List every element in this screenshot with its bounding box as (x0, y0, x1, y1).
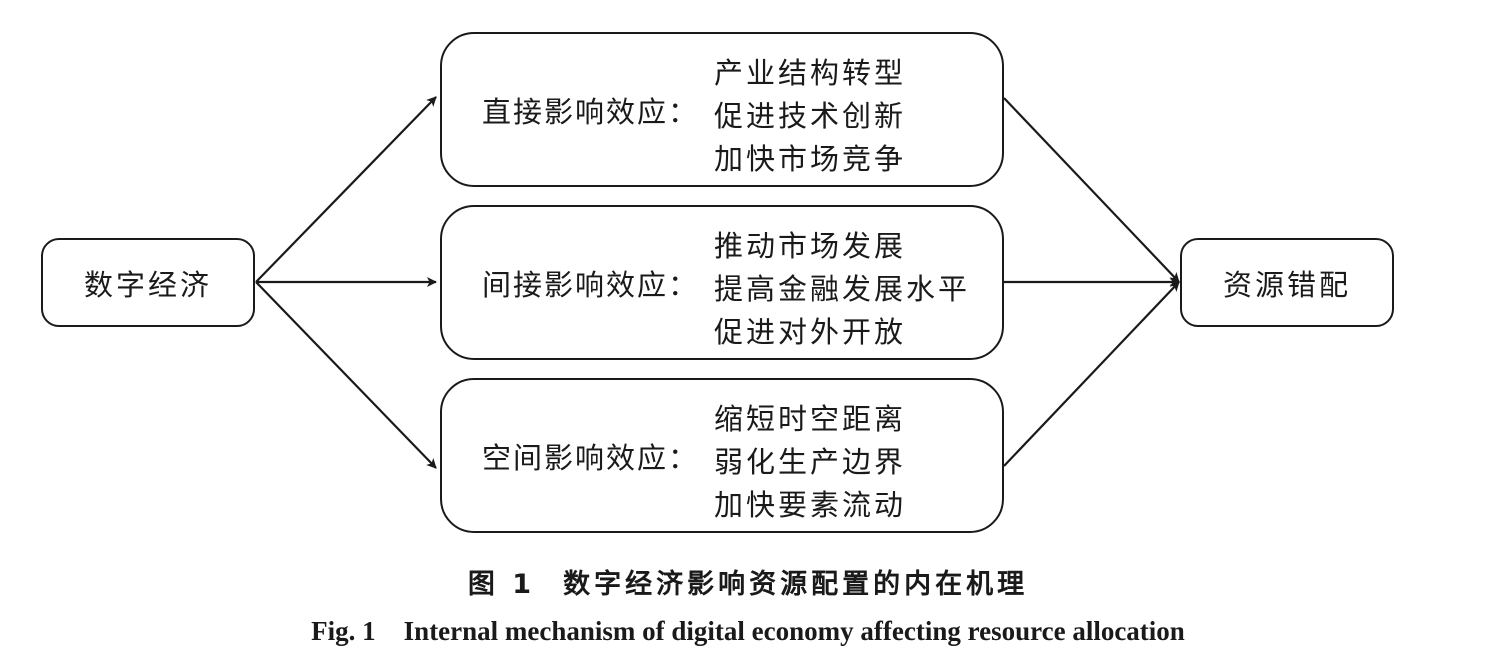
direct-effect-item: 加快市场竞争 (714, 142, 907, 176)
figure-caption-en: Fig. 1 Internal mechanism of digital econ… (0, 616, 1496, 647)
indirect-effect-node: 间接影响效应： 推动市场发展 提高金融发展水平 促进对外开放 (440, 205, 1004, 360)
spatial-effect-item: 加快要素流动 (714, 488, 907, 522)
arrow-source-to-spatial (255, 281, 437, 469)
figure-title-en: Internal mechanism of digital economy af… (403, 616, 1185, 646)
figure-number-en: Fig. 1 (311, 616, 376, 646)
arrow-source-to-direct (255, 96, 437, 283)
arrow-spatial-to-target (1003, 281, 1180, 467)
source-node-label: 数字经济 (83, 267, 212, 302)
spatial-effect-items: 缩短时空距离 弱化生产边界 加快要素流动 (714, 398, 906, 527)
figure-title-cn: 数字经济影响资源配置的内在机理 (563, 569, 1029, 600)
spatial-effect-item: 弱化生产边界 (714, 445, 907, 479)
direct-effect-node: 直接影响效应： 产业结构转型 促进技术创新 加快市场竞争 (440, 32, 1004, 187)
spatial-effect-label: 空间影响效应： (482, 440, 700, 475)
direct-effect-items: 产业结构转型 促进技术创新 加快市场竞争 (714, 52, 906, 181)
spatial-effect-item: 缩短时空距离 (714, 402, 907, 436)
indirect-effect-items: 推动市场发展 提高金融发展水平 促进对外开放 (714, 225, 970, 354)
spatial-effect-node: 空间影响效应： 缩短时空距离 弱化生产边界 加快要素流动 (440, 378, 1004, 533)
target-node-label: 资源错配 (1222, 267, 1351, 302)
indirect-effect-item: 推动市场发展 (714, 229, 907, 263)
direct-effect-label: 直接影响效应： (482, 94, 700, 129)
arrow-direct-to-target (1003, 97, 1180, 283)
indirect-effect-item: 促进对外开放 (714, 315, 907, 349)
figure-caption-cn: 图 1 数字经济影响资源配置的内在机理 (0, 562, 1496, 601)
target-node: 资源错配 (1180, 238, 1394, 327)
figure-number-cn: 图 1 (467, 569, 536, 600)
direct-effect-item: 促进技术创新 (714, 99, 907, 133)
indirect-effect-label: 间接影响效应： (482, 267, 700, 302)
direct-effect-item: 产业结构转型 (714, 56, 907, 90)
source-node: 数字经济 (41, 238, 255, 327)
indirect-effect-item: 提高金融发展水平 (714, 272, 971, 306)
